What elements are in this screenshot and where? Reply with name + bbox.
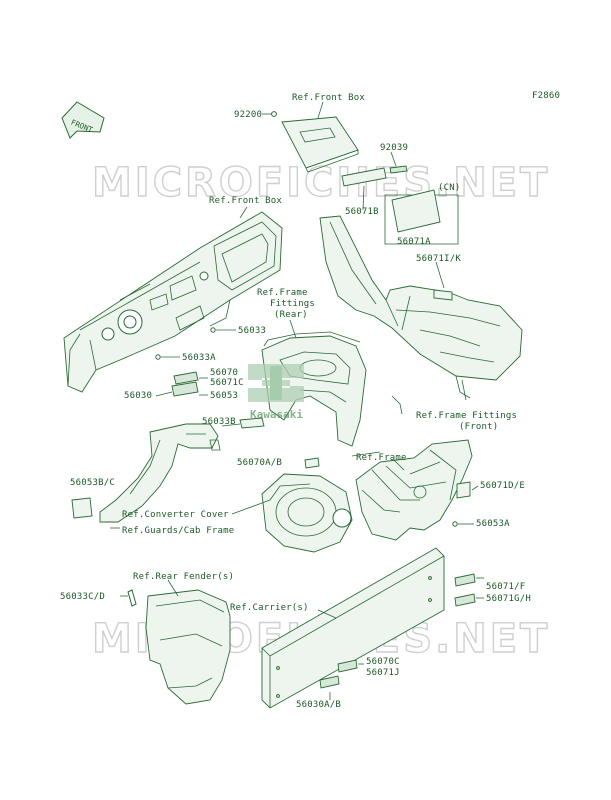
front-box-lid [281,116,359,173]
label-56071c: 56071C [210,378,244,388]
label-ref-frame-fittings-front-1: Ref.Frame Fittings [416,411,517,421]
label-56053: 56053 [210,391,238,401]
label-56033cd: 56033C/D [60,592,105,602]
label-ref-carrier: Ref.Carrier(s) [230,603,309,613]
label-56071ik: 56071I/K [416,254,461,264]
clip-56053a [452,521,458,527]
clip-56033cd [127,589,137,607]
screw-92200 [271,111,277,117]
front-arrow-icon: FRONT [61,101,105,139]
clip-56033 [210,327,216,333]
label-cn: (CN) [438,183,460,193]
decal-56071ik [433,289,453,301]
label-ref-converter-cover: Ref.Converter Cover [122,510,229,520]
clip-56033a [155,354,161,360]
cab-frame-guard [99,423,219,523]
decal-56071f [454,573,476,587]
label-56033a: 56033A [182,353,216,363]
decal-56070ab [304,457,320,469]
kawasaki-logo: Kawasaki [248,364,304,421]
label-56071j: 56071J [366,668,400,678]
label-56071gh: 56071G/H [486,594,531,604]
label-56030ab: 56030A/B [296,700,341,710]
label-56071f: 56071/F [486,582,525,592]
label-56033: 56033 [238,326,266,336]
decal-56071a [391,189,441,233]
label-ref-rear-fender: Ref.Rear Fender(s) [133,572,234,582]
decal-56071gh [454,593,476,607]
label-ref-front-box-left: Ref.Front Box [209,196,282,206]
carrier-panel [261,547,445,709]
label-56071de: 56071D/E [480,481,525,491]
decal-56033b [239,417,265,429]
frame-assembly [355,439,473,541]
label-ref-guards-cab-frame: Ref.Guards/Cab Frame [122,526,234,536]
rear-fender [145,589,231,705]
label-ref-frame-fittings-rear-3: (Rear) [274,310,308,320]
label-56030: 56030 [124,391,152,401]
decal-56071de [456,481,471,499]
label-56071b: 56071B [345,207,379,217]
converter-cover [261,473,353,553]
label-56071a: 56071A [397,237,431,247]
label-ref-frame-fittings-front-2: (Front) [459,422,498,432]
diagram-code: F2860 [532,91,560,101]
frame-fittings-front [319,215,523,399]
label-56070: 56070 [210,368,238,378]
label-56053bc: 56053B/C [70,478,115,488]
label-ref-frame-fittings-rear-1: Ref.Frame [257,288,308,298]
label-92039: 92039 [380,143,408,153]
label-56070ab: 56070A/B [237,458,282,468]
label-ref-frame: Ref.Frame [356,453,407,463]
decal-92039 [341,165,408,187]
decal-56070 [171,371,199,397]
label-56033b: 56033B [202,417,236,427]
watermark-top: MICROFICHES.NET [92,160,550,206]
label-56053a: 56053A [476,519,510,529]
decal-56053bc [71,497,93,519]
dashboard-panel [63,211,283,393]
label-92200: 92200 [234,110,262,120]
label-56070c: 56070C [366,657,400,667]
decal-56030ab [319,675,340,689]
label-ref-front-box-top: Ref.Front Box [292,93,365,103]
label-ref-frame-fittings-rear-2: Fittings [270,299,315,309]
kawasaki-logo-text: Kawasaki [250,408,303,421]
decal-56070c [337,659,358,673]
